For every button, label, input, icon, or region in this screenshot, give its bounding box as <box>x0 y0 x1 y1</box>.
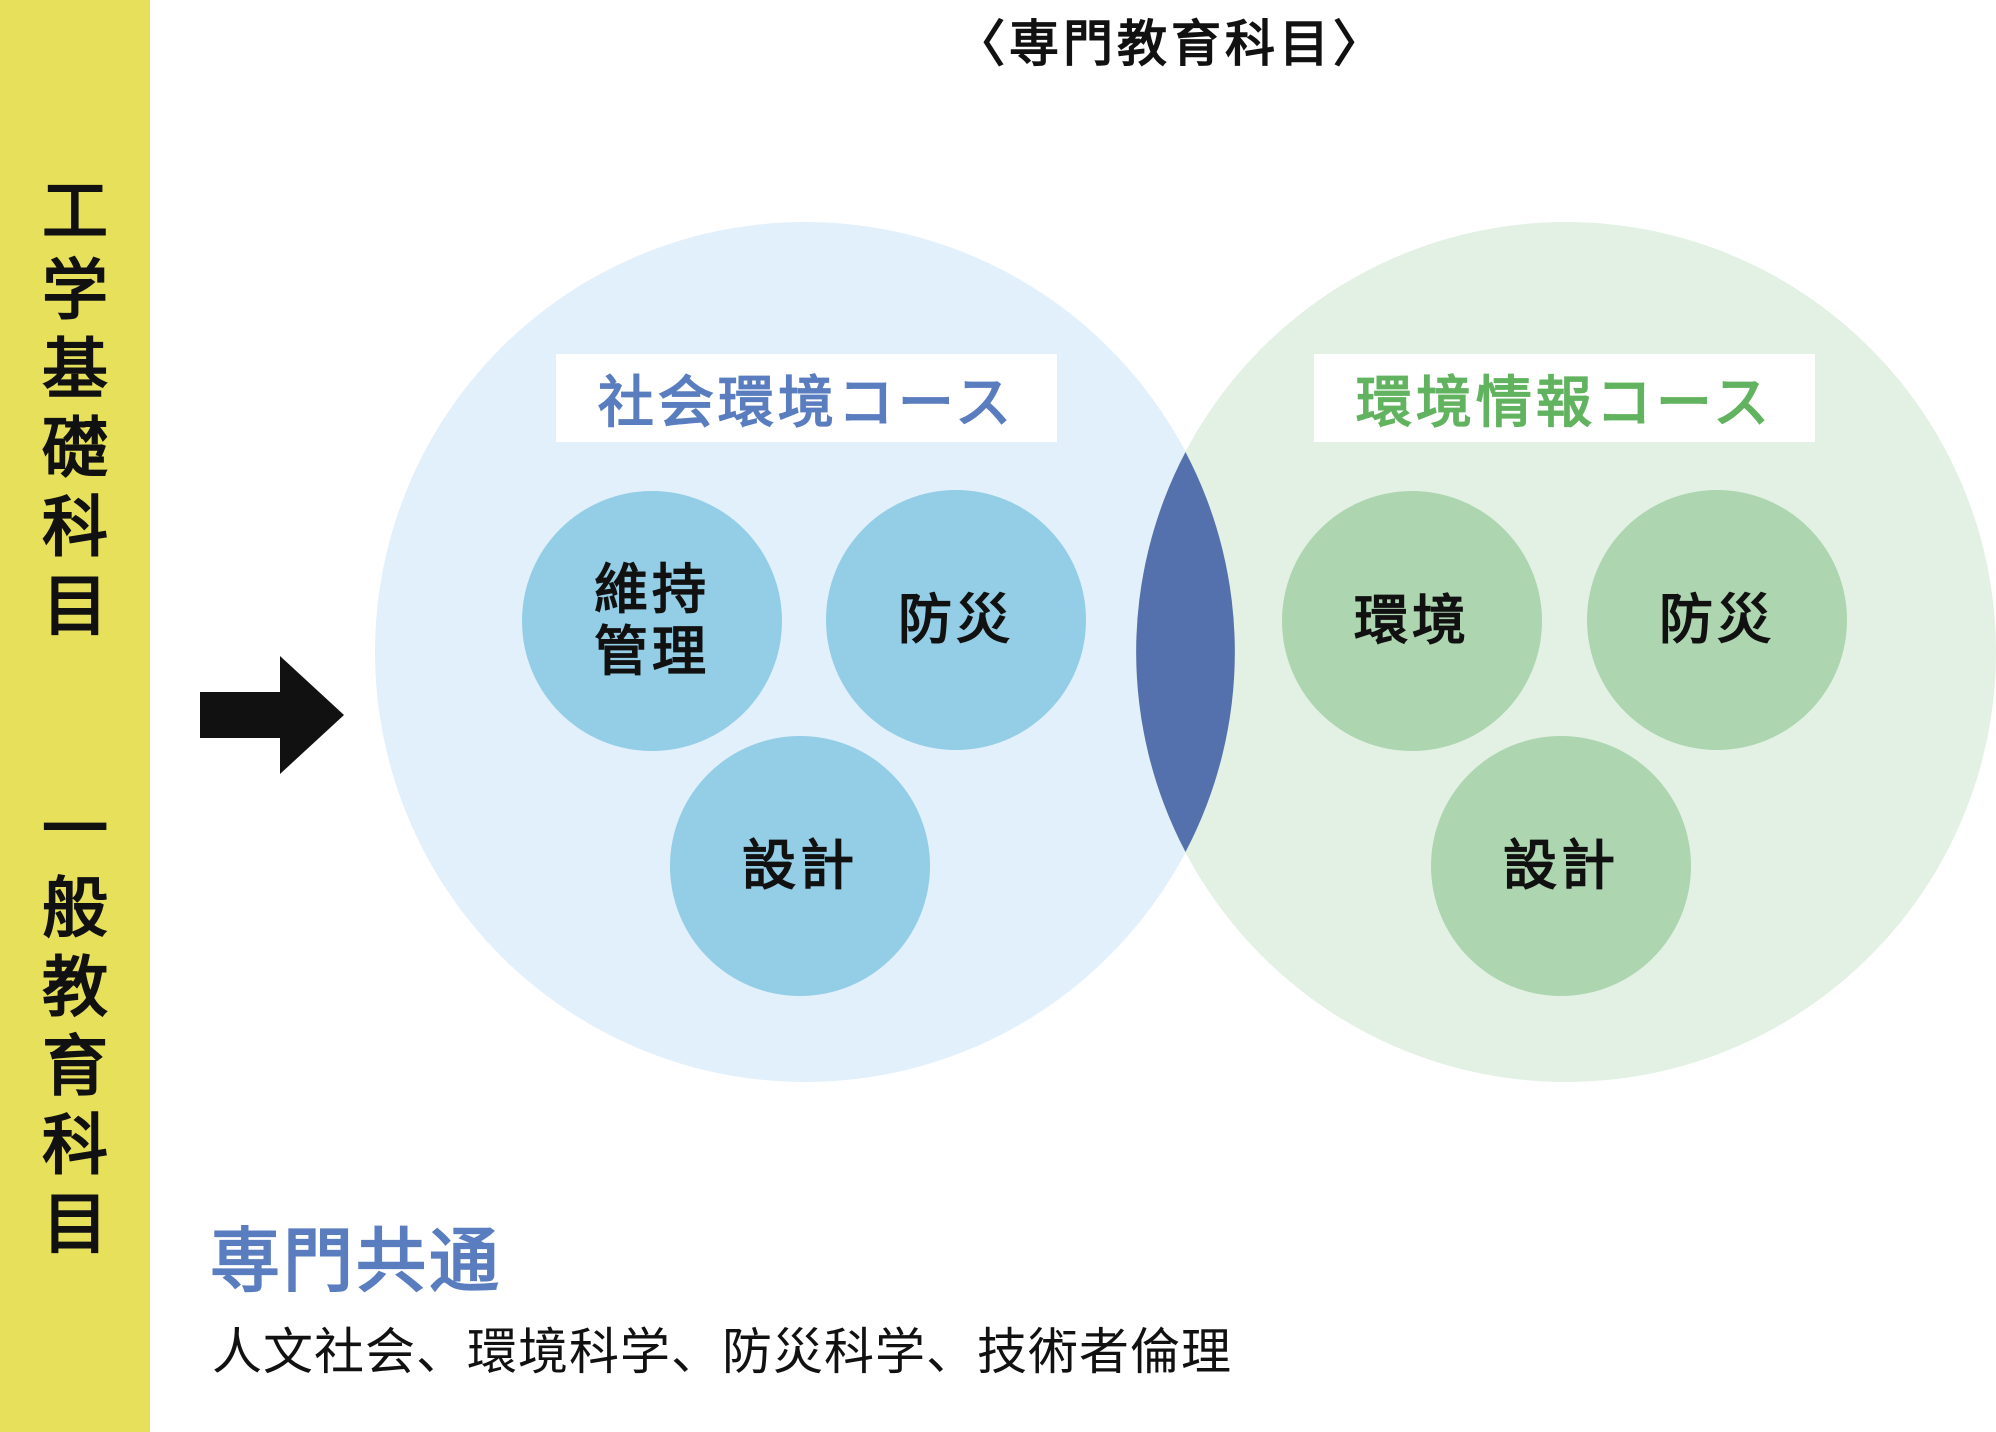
node-disaster-prevention: 防災 <box>1659 588 1775 651</box>
arrow-right-icon <box>200 656 344 774</box>
char: 目 <box>42 568 108 645</box>
right-course-label: 環境情報コース <box>1314 354 1815 442</box>
node-design: 設計 <box>1503 834 1619 897</box>
common-subjects-list: 人文社会、環境科学、防災科学、技術者倫理 <box>212 1323 1232 1381</box>
sidebar-band <box>0 0 150 1432</box>
diagram-title: 〈専門教育科目〉 <box>955 15 1387 73</box>
node-environment: 環境 <box>1354 589 1470 652</box>
node-disaster-prevention: 防災 <box>898 588 1014 651</box>
char: 礎 <box>42 410 108 487</box>
vertical-label-general-education: 一 般 教 育 科 目 <box>0 790 150 1264</box>
char: 工 <box>42 173 108 250</box>
char: 科 <box>42 1107 108 1184</box>
node-design: 設計 <box>742 834 858 897</box>
node-circle <box>522 491 782 751</box>
node-maintenance: 維持 管理 <box>594 558 710 683</box>
node-circle <box>1587 490 1847 750</box>
node-circle <box>1431 736 1691 996</box>
char: 科 <box>42 489 108 566</box>
overlap-lens <box>1136 452 1235 852</box>
left-course-label: 社会環境コース <box>556 354 1057 442</box>
node-circle <box>826 490 1086 750</box>
node-circle <box>1282 491 1542 751</box>
char: 目 <box>42 1186 108 1263</box>
node-circle <box>670 736 930 996</box>
char: 基 <box>42 331 108 408</box>
char: 教 <box>42 949 108 1026</box>
common-subjects-title: 専門共通 <box>210 1220 502 1302</box>
char: 学 <box>42 252 108 329</box>
vertical-label-engineering-basics: 工 学 基 礎 科 目 <box>0 172 150 646</box>
char: 一 <box>42 791 108 868</box>
char: 般 <box>42 870 108 947</box>
char: 育 <box>42 1028 108 1105</box>
